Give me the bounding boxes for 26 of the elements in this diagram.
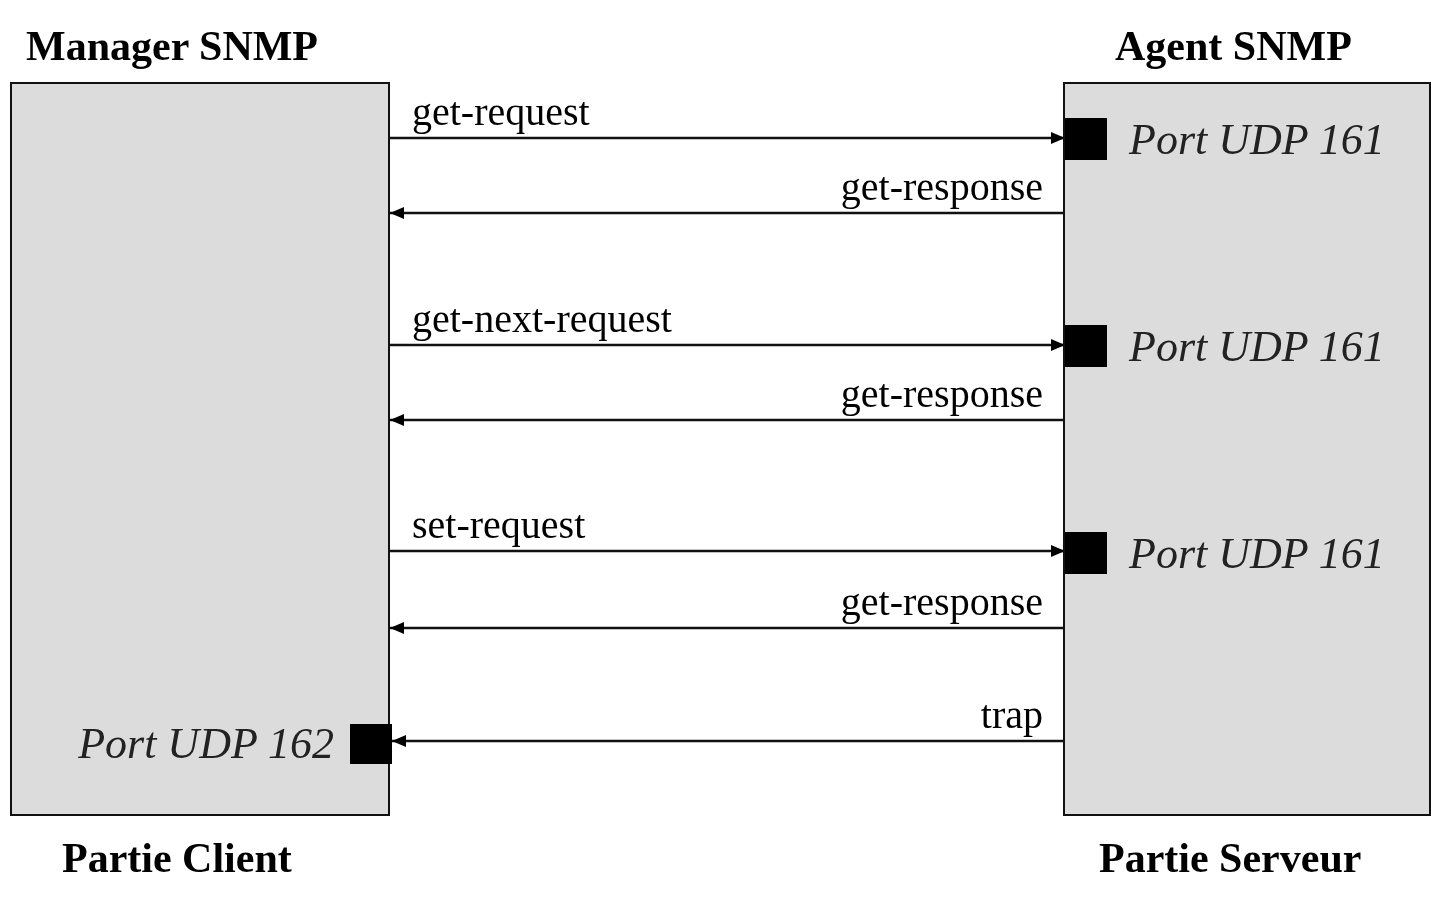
node-caption: Partie Serveur: [1099, 834, 1362, 882]
edge-label: set-request: [412, 505, 586, 545]
node-title: Agent SNMP: [1115, 22, 1352, 70]
edge-label: get-response: [840, 582, 1043, 622]
arrow: [390, 414, 1063, 426]
edge-label: get-request: [412, 92, 590, 132]
edge-label: get-next-request: [412, 299, 672, 339]
port-label: Port UDP 161: [1129, 114, 1385, 165]
arrow: [390, 545, 1065, 557]
arrow: [392, 735, 1063, 747]
arrow: [390, 207, 1063, 219]
port-label: Port UDP 161: [1129, 321, 1385, 372]
arrow: [390, 339, 1065, 351]
edge-label: trap: [980, 695, 1043, 735]
arrow: [390, 622, 1063, 634]
port-square: [350, 724, 392, 764]
port-label: Port UDP 161: [1129, 528, 1385, 579]
edge-label: get-response: [840, 374, 1043, 414]
arrow: [390, 132, 1065, 144]
port-square: [1065, 532, 1107, 574]
port-square: [1065, 118, 1107, 160]
edge-label: get-response: [840, 167, 1043, 207]
port-square: [1065, 325, 1107, 367]
node-caption: Partie Client: [62, 834, 292, 882]
port-label: Port UDP 162: [78, 718, 334, 769]
node-title: Manager SNMP: [26, 22, 318, 70]
